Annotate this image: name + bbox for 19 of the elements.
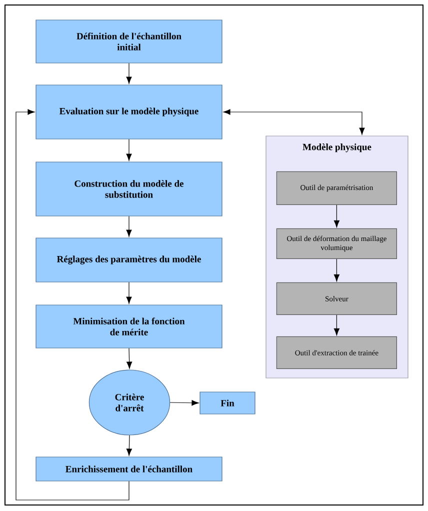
process-box: Réglages des paramètres du modèle xyxy=(36,238,222,282)
process-box: Evaluation sur le modèle physique xyxy=(36,84,222,140)
process-box: Fin xyxy=(200,392,256,414)
process-box: Minimisation de la fonction de mérite xyxy=(36,304,222,348)
arrow xyxy=(126,139,132,161)
arrow xyxy=(126,435,132,456)
arrow xyxy=(170,400,199,406)
arrow xyxy=(334,314,340,336)
arrow xyxy=(334,204,340,228)
process-box: Construction du modèle de substitution xyxy=(36,162,222,216)
arrow xyxy=(126,348,132,369)
arrow xyxy=(126,216,132,237)
arrow xyxy=(126,282,132,304)
process-box: Enrichissement de l'échantillon xyxy=(36,456,222,482)
arrow xyxy=(16,109,130,500)
arrow xyxy=(223,109,365,135)
arrow xyxy=(334,258,340,282)
arrow xyxy=(126,63,132,84)
process-box: Définition de l'échantillon initial xyxy=(36,20,222,64)
